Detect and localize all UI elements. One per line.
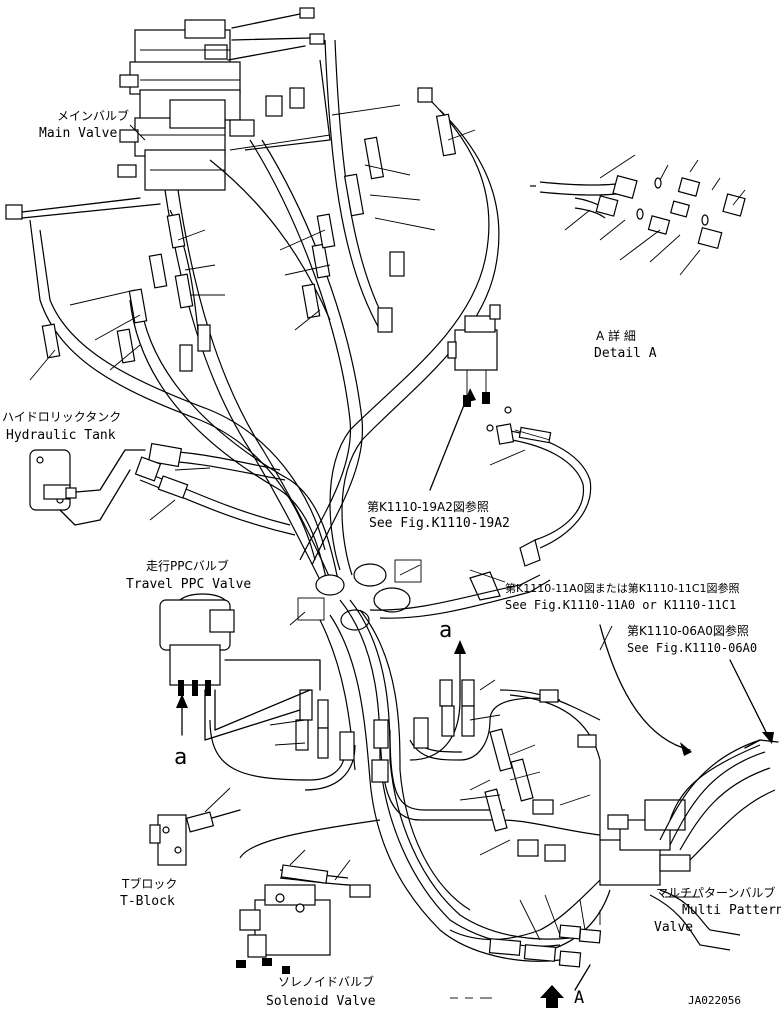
ref2-label-jp: 第K1110-11A0図または第K1110-11C1図参照 bbox=[505, 581, 740, 595]
hose-fittings-upper bbox=[41, 87, 457, 372]
solenoid-label-jp: ソレノイドバルブ bbox=[278, 974, 374, 989]
multi-pattern-valve-drawing bbox=[449, 624, 779, 951]
hydraulic-tank-drawing bbox=[29, 442, 296, 536]
t-block-drawing bbox=[149, 787, 381, 866]
drawing-number: JA022056 bbox=[688, 994, 741, 1007]
multi-pattern-label-jp: マルチパターンバルブ bbox=[656, 885, 775, 900]
main-valve-label-en: Main Valve bbox=[39, 126, 117, 141]
view-a-lower-arrow bbox=[454, 640, 466, 701]
solenoid-label-en: Solenoid Valve bbox=[266, 994, 376, 1009]
hydraulic-tank-label-jp: ハイドロリックタンク bbox=[2, 410, 121, 424]
hose-clamps bbox=[289, 539, 551, 631]
t-block-label-jp: Tブロック bbox=[121, 876, 177, 891]
ref1-label-en: See Fig.K1110-19A2 bbox=[369, 516, 510, 531]
travel-ppc-label-jp: 走行PPCバルブ bbox=[146, 558, 229, 573]
view-a-lower-label: a bbox=[174, 745, 187, 770]
detail-a-label-jp: A 詳 細 bbox=[596, 328, 636, 343]
hydraulic-tank-label-en: Hydraulic Tank bbox=[6, 428, 116, 443]
leader-lines-upper bbox=[29, 104, 476, 381]
multi-pattern-label-en-1: Multi Pattern bbox=[682, 903, 781, 918]
travel-ppc-valve-drawing bbox=[159, 593, 321, 741]
bottom-connectors bbox=[450, 894, 602, 1008]
ref1-label-jp: 第K1110-19A2図参照 bbox=[367, 499, 489, 514]
view-a-arrow bbox=[540, 985, 564, 1008]
ref2-label-en: See Fig.K1110-11A0 or K1110-11C1 bbox=[505, 598, 736, 612]
main-valve-label-jp: メインバルブ bbox=[57, 108, 129, 123]
detail-a-drawing bbox=[530, 154, 746, 276]
view-a-upper-label: A bbox=[574, 988, 584, 1008]
view-a-lower-label-2: a bbox=[439, 618, 452, 643]
hose-fittings-lower bbox=[269, 679, 597, 862]
travel-ppc-label-en: Travel PPC Valve bbox=[126, 577, 251, 592]
multi-pattern-label-en-2: Valve bbox=[654, 920, 693, 935]
solenoid-valve-drawing bbox=[236, 849, 371, 974]
main-valve-drawing bbox=[5, 7, 325, 220]
ref3-label-en: See Fig.K1110-06A0 bbox=[627, 641, 757, 655]
hose-bundle-upper bbox=[29, 39, 500, 596]
detail-a-label-en: Detail A bbox=[594, 346, 657, 361]
ref3-label-jp: 第K1110-06A0図参照 bbox=[627, 623, 749, 638]
pilot-valve-drawing bbox=[429, 304, 592, 549]
t-block-label-en: T-Block bbox=[120, 894, 175, 909]
